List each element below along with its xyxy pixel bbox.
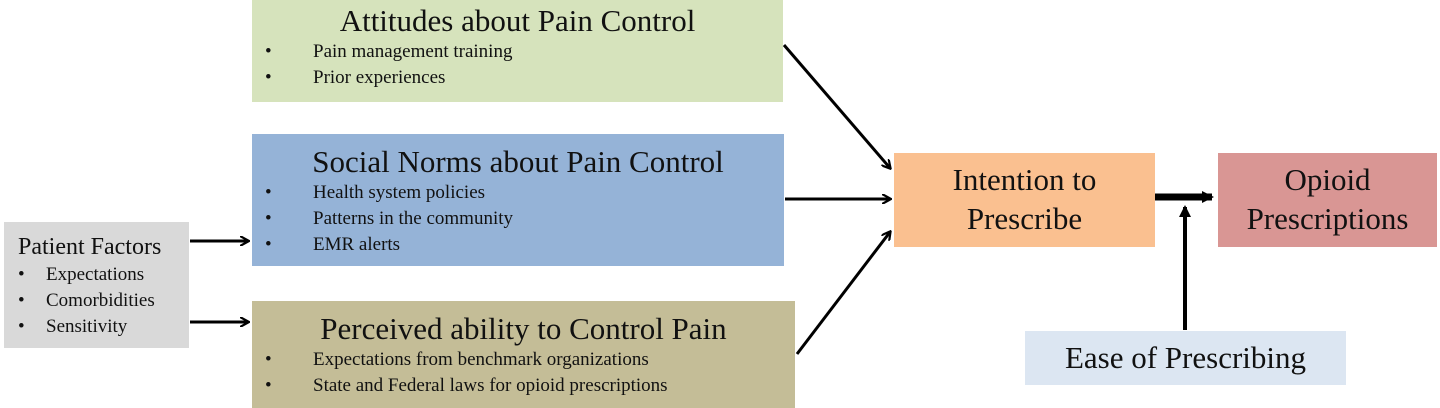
patient-factors-bullet: Sensitivity: [4, 314, 189, 340]
patient-factors-box: Patient Factors Expectations Comorbiditi…: [4, 222, 189, 348]
social-norms-box: Social Norms about Pain Control Health s…: [252, 134, 784, 266]
opioid-label: Opioid Prescriptions: [1246, 162, 1409, 236]
intention-to-prescribe-box: Intention to Prescribe: [894, 153, 1155, 247]
perceived-ability-title: Perceived ability to Control Pain: [320, 311, 727, 346]
attitudes-bullet: Prior experiences: [252, 65, 783, 91]
perceived-ability-bullet: Expectations from benchmark organization…: [252, 347, 795, 373]
social-norms-bullet-list: Health system policies Patterns in the c…: [252, 180, 784, 259]
attitudes-bullet: Pain management training: [252, 39, 783, 65]
patient-factors-title: Patient Factors: [18, 234, 162, 260]
ease-label: Ease of Prescribing: [1064, 339, 1307, 375]
social-norms-bullet: EMR alerts: [252, 232, 784, 258]
arrow-attitudes-to-intention: [782, 44, 890, 168]
intention-label: Intention to Prescribe: [952, 162, 1097, 236]
perceived-ability-box: Perceived ability to Control Pain Expect…: [252, 301, 795, 408]
social-norms-title: Social Norms about Pain Control: [312, 144, 724, 179]
perceived-ability-bullet-list: Expectations from benchmark organization…: [252, 347, 795, 400]
attitudes-box: Attitudes about Pain Control Pain manage…: [252, 0, 783, 102]
social-norms-bullet: Health system policies: [252, 180, 784, 206]
perceived-ability-bullet: State and Federal laws for opioid prescr…: [252, 373, 795, 399]
social-norms-bullet: Patterns in the community: [252, 206, 784, 232]
attitudes-bullet-list: Pain management training Prior experienc…: [252, 39, 783, 92]
patient-factors-bullet: Expectations: [4, 262, 189, 288]
arrow-perceived-to-intention: [795, 232, 890, 355]
patient-factors-bullet-list: Expectations Comorbidities Sensitivity: [4, 262, 189, 341]
attitudes-title: Attitudes about Pain Control: [339, 3, 696, 38]
patient-factors-bullet: Comorbidities: [4, 288, 189, 314]
opioid-prescriptions-box: Opioid Prescriptions: [1218, 153, 1437, 247]
ease-of-prescribing-box: Ease of Prescribing: [1025, 331, 1346, 385]
